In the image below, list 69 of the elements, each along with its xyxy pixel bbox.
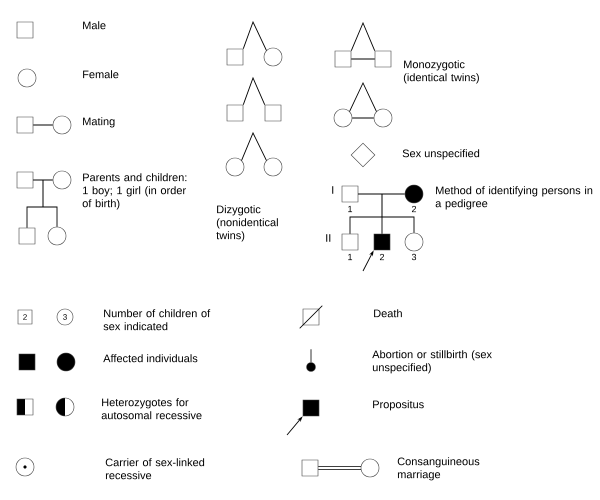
filled-square: [374, 234, 390, 250]
circle-symbol: [226, 158, 244, 176]
square-symbol: [226, 48, 244, 66]
connector-line: [32, 124, 54, 126]
circle-symbol: [264, 158, 282, 176]
circle-symbol: [18, 68, 36, 88]
circle-symbol: [360, 458, 380, 478]
filled-circle: [404, 184, 424, 204]
person-number: 2: [380, 254, 384, 260]
square-symbol: [334, 50, 352, 68]
legend-text: Heterozygotes for autosomal recessive: [102, 398, 202, 420]
connector-line: [242, 76, 266, 106]
legend-text: Mating: [83, 117, 114, 128]
legend-text: Carrier of sex-linked recessive: [106, 458, 204, 480]
crossed-square: [299, 305, 323, 329]
legend-text: Affected individuals: [103, 354, 198, 362]
person-number: 2: [412, 206, 416, 212]
circle-symbol: [48, 226, 66, 246]
square-symbol: [302, 460, 318, 476]
circle-symbol: [404, 232, 424, 252]
legend-text: Monozygotic (identical twins): [404, 60, 479, 84]
square-symbol: [226, 104, 244, 122]
circle-symbol: [334, 108, 352, 128]
connector-line: [349, 82, 377, 112]
person-number: 1: [348, 254, 352, 260]
square-symbol: [18, 228, 36, 244]
legend-text: Parents and children: 1 boy; 1 girl (in order of birth): [82, 173, 186, 210]
square-symbol: [264, 104, 282, 122]
legend-text: Consanguineous marriage: [398, 457, 480, 480]
square-symbol: [342, 234, 358, 250]
legend-text: II: [326, 234, 330, 242]
legend-text: Death: [374, 309, 402, 318]
connector-line: [318, 469, 362, 470]
legend-text: Propositus: [373, 400, 424, 410]
legend-text: Number of children of sex indicated: [104, 309, 210, 330]
person-number: 1: [348, 206, 352, 212]
circle-symbol: [264, 48, 282, 66]
legend-text: Method of identifying persons in a pedigree: [436, 186, 592, 210]
connector-line: [358, 194, 414, 234]
square-symbol: [16, 116, 34, 134]
legend-text: Dizygotic (nonidentical twins): [216, 205, 278, 242]
dotted-circle: [16, 458, 34, 476]
person-number: 3: [412, 254, 416, 260]
filled-square: [302, 400, 320, 416]
square-symbol: [374, 50, 392, 68]
square-symbol: [342, 186, 358, 202]
square-symbol: [16, 172, 34, 188]
legend-text: Abortion or stillbirth (sex unspecified): [372, 350, 492, 374]
connector-line: [242, 20, 267, 51]
half-filled-circle: [56, 398, 74, 416]
connector-line: [241, 132, 267, 161]
circle-symbol: [52, 170, 72, 190]
connector-line: [350, 22, 376, 52]
numbered-square: 2: [18, 310, 32, 324]
legend-text: Female: [83, 70, 118, 78]
half-filled-square: [16, 398, 34, 416]
connector-line: [350, 58, 376, 60]
connector-line: [318, 466, 362, 467]
legend-text: I: [332, 186, 334, 194]
square-symbol: [16, 22, 34, 38]
diamond-symbol: [350, 142, 376, 168]
circle-symbol: [374, 108, 392, 128]
connector-line: [32, 180, 58, 228]
legend-text: Male: [83, 21, 106, 30]
stillbirth-symbol: [306, 348, 316, 372]
filled-square: [18, 354, 36, 370]
legend-text: Sex unspecified: [402, 149, 480, 160]
circle-symbol: [52, 116, 72, 134]
filled-circle: [56, 352, 76, 372]
